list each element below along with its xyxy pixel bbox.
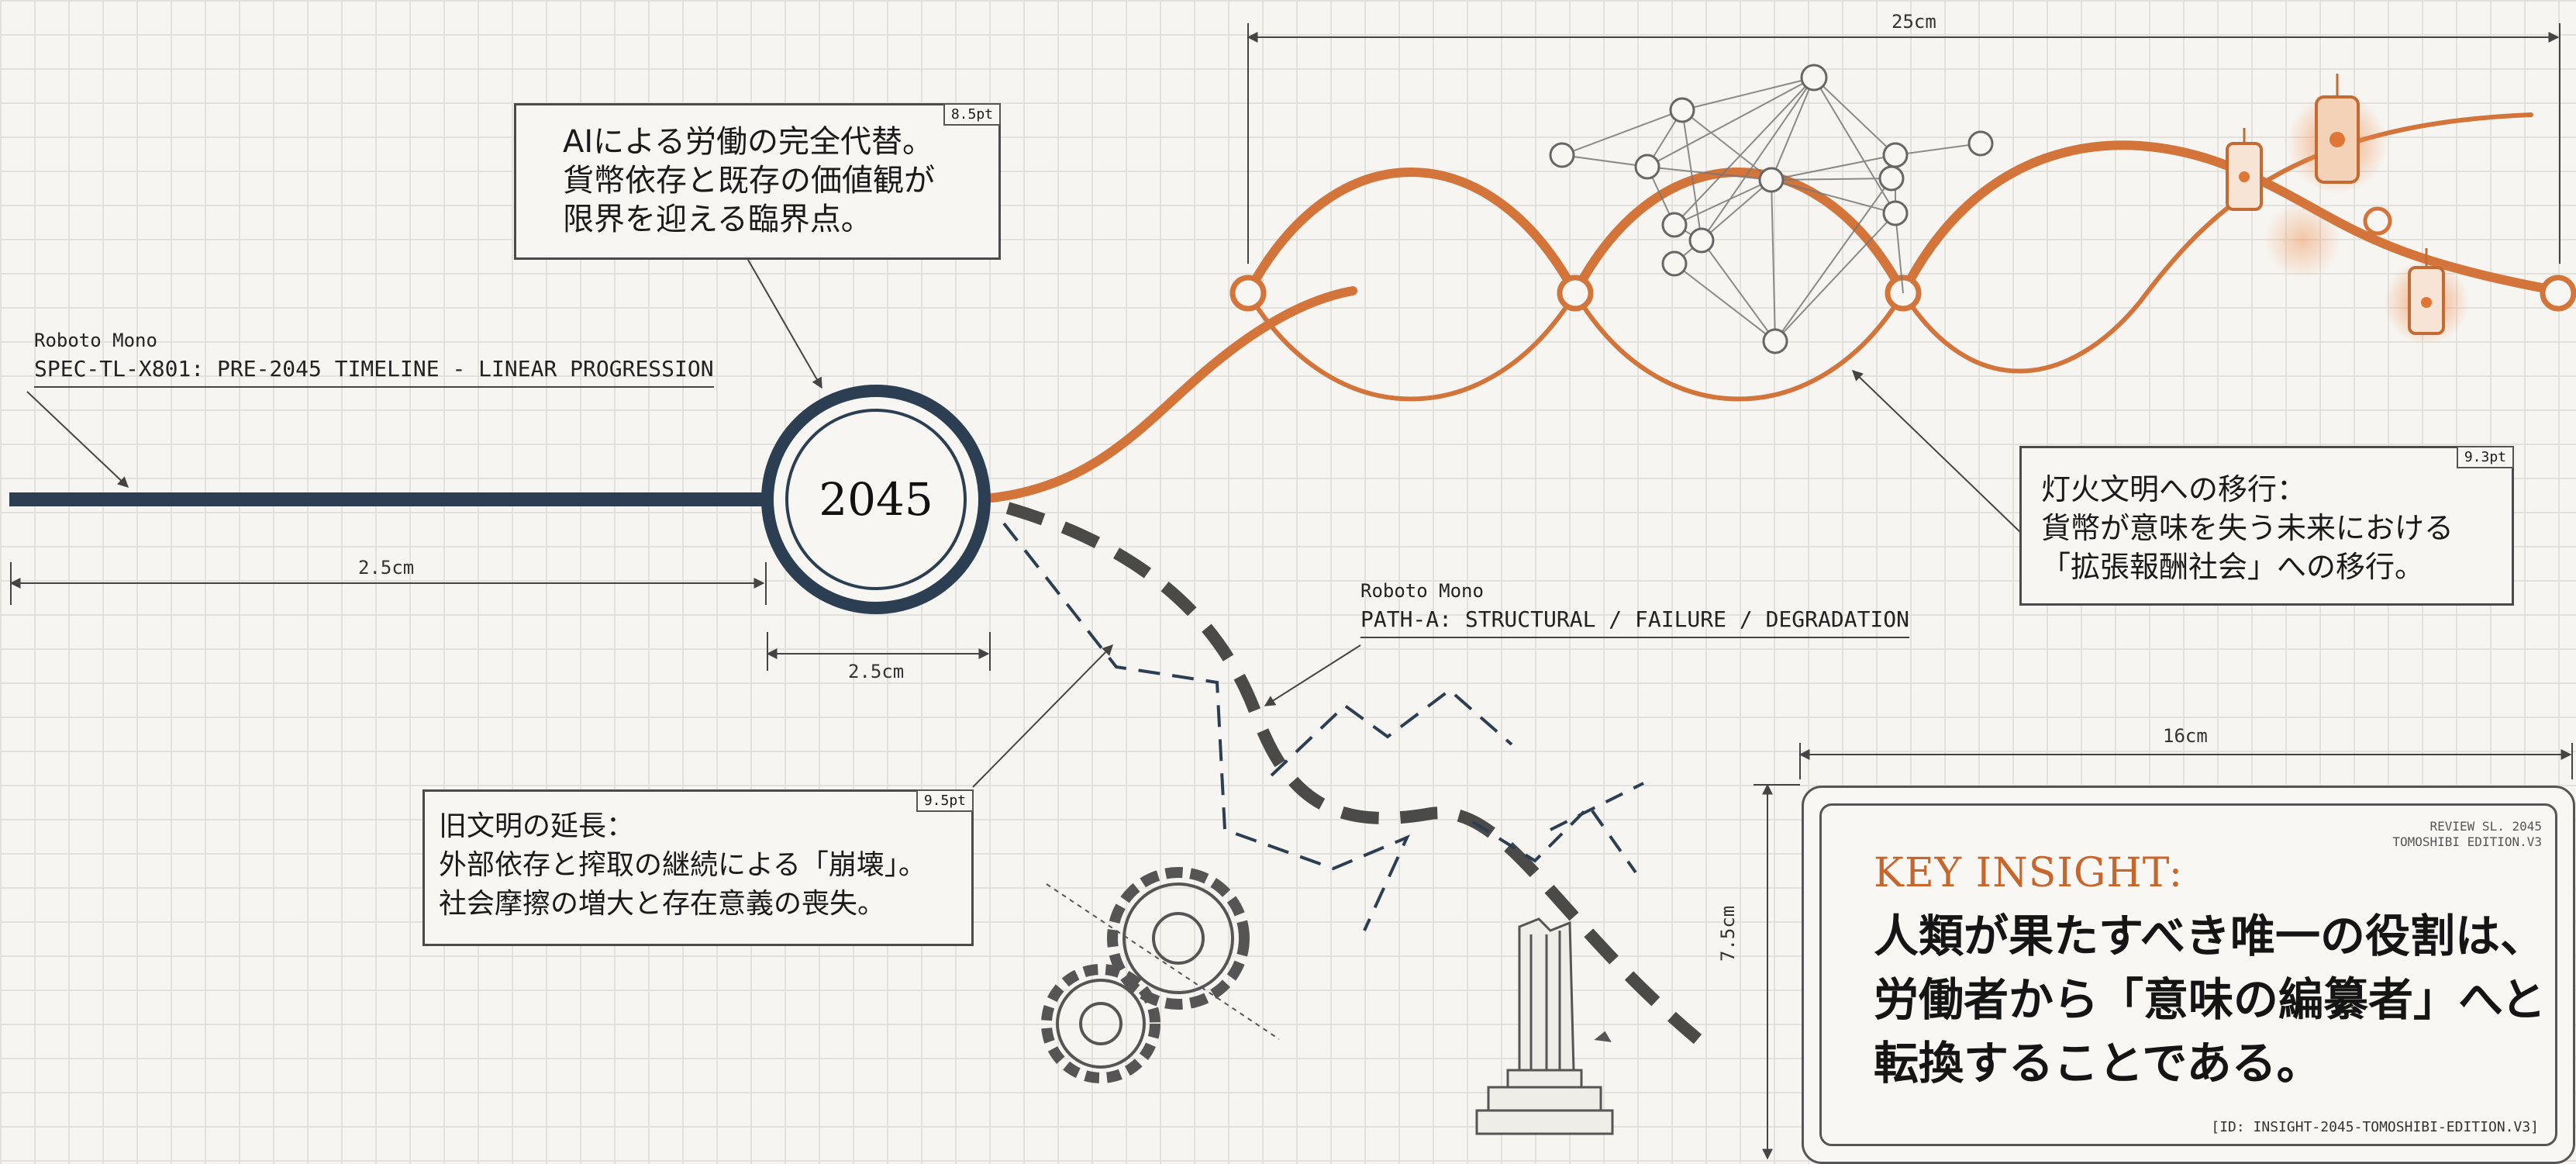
spec-path-a-label: Roboto Mono PATH-A: STRUCTURAL / FAILURE… [1360,580,1910,638]
key-insight-card: REVIEW SL. 2045 TOMOSHIBI EDITION.V3 KEY… [1802,786,2575,1164]
key-insight-stamp: REVIEW SL. 2045 TOMOSHIBI EDITION.V3 [2392,819,2542,850]
spec-timeline-label: Roboto Mono SPEC-TL-X801: PRE-2045 TIMEL… [34,330,714,388]
orange-node-5 [2363,206,2392,236]
year-2045-label: 2045 [819,473,933,526]
key-insight-stamp-line-1: REVIEW SL. 2045 [2429,819,2543,834]
year-2045-node [761,385,991,614]
box-fire-size-tag: 9.3pt [2456,446,2514,468]
dim-label-node-width: 2.5cm [848,661,905,682]
dimension-orange-span [1247,23,2560,264]
spec-path-title: PATH-A: STRUCTURAL / FAILURE / DEGRADATI… [1360,606,1910,638]
dim-label-insight-height: 7.5cm [1717,905,1739,962]
key-insight-line-3: 転換することである。 [1874,1037,2322,1090]
box-ai-line-2: 貨幣依存と既存の価値観が [563,163,935,199]
dim-label-insight-width: 16cm [2163,725,2208,747]
box-old-line-1: 旧文明の延長： [439,810,635,842]
box-old-size-tag: 9.5pt [916,789,974,812]
key-insight-inner-frame [1819,803,2557,1146]
box-old-line-3: 社会摩擦の増大と存在意義の喪失。 [439,888,886,920]
box-ai-line-1: AIによる労働の完全代替。 [563,124,933,160]
key-insight-id: [ID: INSIGHT-2045-TOMOSHIBI-EDITION.V3] [2211,1119,2539,1135]
spec-path-font-label: Roboto Mono [1360,580,1484,602]
dimension-node-width [766,632,991,671]
key-insight-line-1: 人類が果たすべき唯一の役割は、 [1874,910,2545,962]
box-fire-line-1: 灯火文明への移行： [2041,472,2307,506]
box-ai-size-tag: 8.5pt [943,103,1001,126]
spec-font-label: Roboto Mono [34,330,157,351]
orange-node-1 [1229,275,1267,312]
box-fire-line-2: 貨幣が意味を失う未来における [2041,511,2454,545]
orange-path-nodes [1229,206,2576,312]
key-insight-line-2: 労働者から「意味の編纂者」へと [1874,973,2547,1026]
spec-timeline-title: SPEC-TL-X801: PRE-2045 TIMELINE - LINEAR… [34,356,714,388]
broken-gears-illustration [1041,867,1280,1083]
box-old-line-2: 外部依存と搾取の継続による「崩壊」。 [439,849,926,881]
key-insight-body: 人類が果たすべき唯一の役割は、 労働者から「意味の編纂者」へと 転換することであ… [1874,904,2546,1095]
box-fire-line-3: 「拡張報酬社会」への移行。 [2041,550,2425,584]
orange-node-4 [2540,275,2576,312]
orange-node-2 [1557,275,1594,312]
broken-column-illustration [1475,917,1614,1135]
dimension-insight-box [1754,743,2573,1160]
annotation-pointers [26,259,2024,788]
annotation-box-old-civilization: 9.5pt 旧文明の延長： 外部依存と搾取の継続による「崩壊」。 社会摩擦の増大… [422,789,974,946]
key-insight-title: KEY INSIGHT: [1874,850,2184,896]
dim-label-line-length: 2.5cm [358,557,415,579]
annotation-box-ai-replacement: 8.5pt AIによる労働の完全代替。 貨幣依存と既存の価値観が 限界を迎える臨… [514,103,1001,260]
dim-label-orange-span: 25cm [1891,11,1936,33]
dimension-line-length [9,562,767,605]
failure-path [1002,502,1702,1045]
box-ai-line-3: 限界を迎える臨界点。 [563,202,872,237]
key-insight-stamp-line-2: TOMOSHIBI EDITION.V3 [2392,834,2542,849]
annotation-box-fire-civilization: 9.3pt 灯火文明への移行： 貨幣が意味を失う未来における 「拡張報酬社会」へ… [2019,446,2514,606]
neural-network-nodes [1549,64,1994,354]
lantern-illustrations [2226,74,2469,345]
